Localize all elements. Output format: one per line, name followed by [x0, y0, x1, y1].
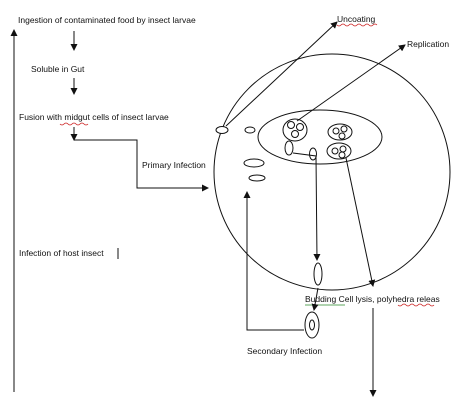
replication-label: Replication [407, 39, 449, 49]
budded-virus-core [309, 319, 315, 331]
arrow-secondary-infection-loop [243, 191, 304, 331]
arrow-to-uncoating [225, 21, 338, 127]
nucleus [257, 109, 383, 165]
vesicle-1 [243, 158, 265, 168]
virus-group-1 [282, 118, 308, 142]
arrow-to-budded-virus [311, 287, 319, 311]
uncoating-label: Uncoating [337, 14, 376, 24]
arrow-to-primary-infection [74, 139, 209, 192]
virion-inner-1 [284, 140, 294, 156]
virion-inner-2 [309, 147, 317, 161]
budding-virion [313, 262, 323, 286]
virus-group-2 [327, 123, 353, 141]
spellcheck-underline-uncoating [336, 23, 378, 27]
spellcheck-underline-midgut [59, 122, 89, 126]
virion-in-cytoplasm [244, 126, 256, 134]
arrow-to-replication [296, 44, 406, 122]
vesicle-2 [248, 174, 266, 182]
soluble-label: Soluble in Gut [31, 64, 85, 74]
virus-group-3 [326, 142, 352, 160]
budding-label: Budding Cell lysis, polyhedra releas [305, 294, 440, 304]
ingestion-label: Ingestion of contaminated food by insect… [18, 15, 196, 25]
virion-entering [215, 126, 229, 134]
host-infection-label: Infection of host insect [19, 248, 104, 258]
fusion-label: Fusion with midgut cells of insect larva… [19, 112, 169, 122]
secondary-infection-label: Secondary Infection [247, 346, 322, 356]
arrow-to-budding-virion [292, 152, 321, 261]
host-cell [213, 53, 451, 291]
spellcheck-underline-polyhedra [397, 303, 435, 307]
primary-infection-label: Primary Infection [142, 160, 206, 170]
arrow-to-cell-lysis [345, 157, 376, 287]
